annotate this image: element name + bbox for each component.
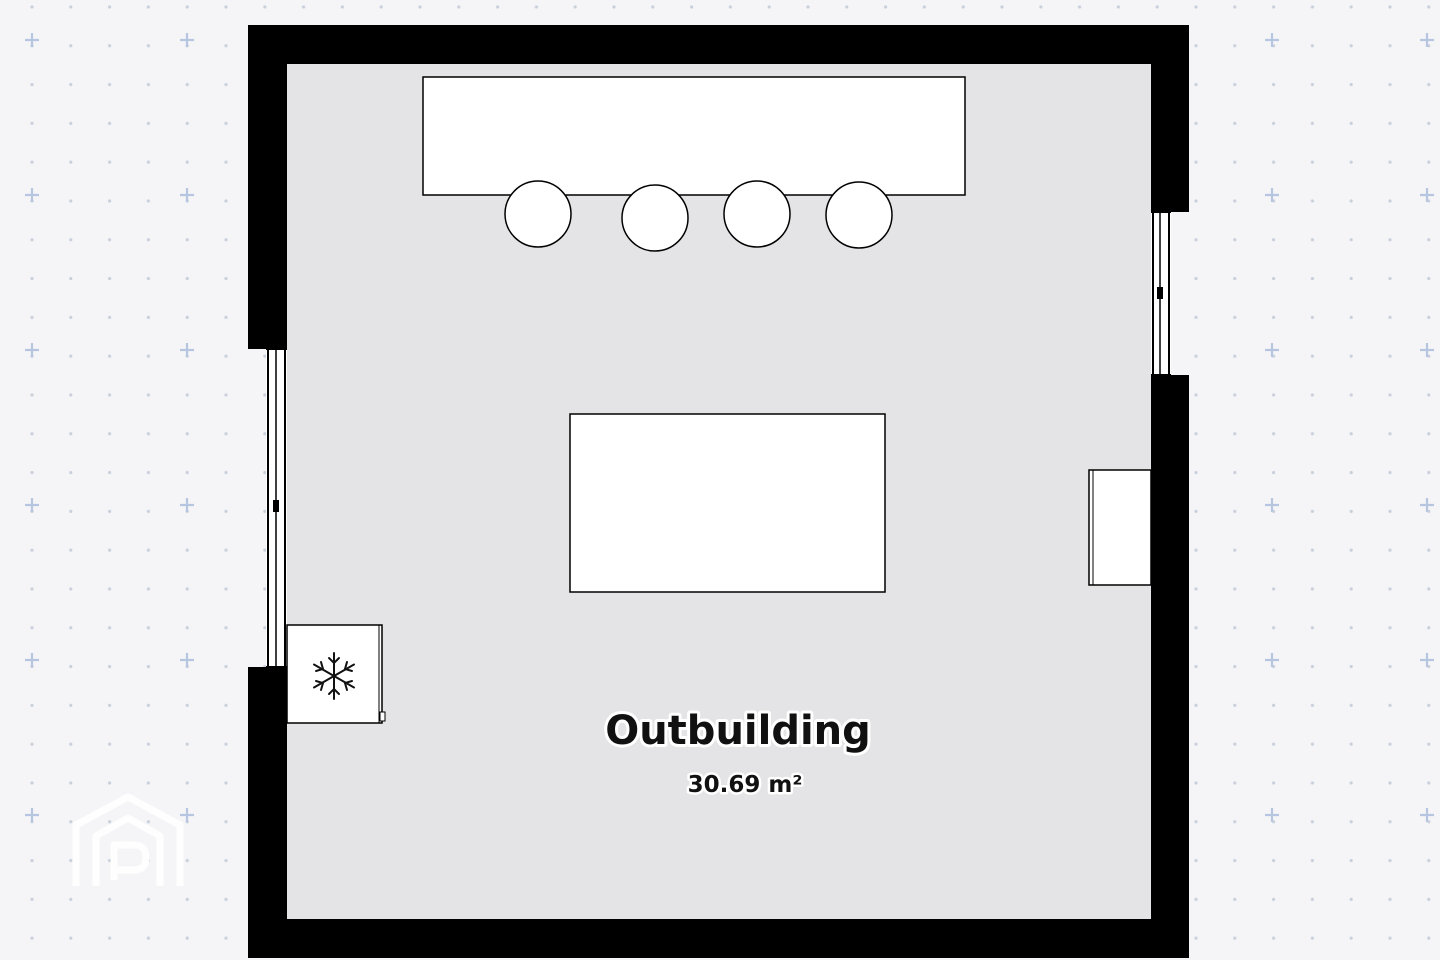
- bar-stool: [723, 180, 791, 248]
- grid-plus-marker: [1265, 188, 1279, 202]
- grid-plus-marker: [25, 188, 39, 202]
- wall-top: [248, 25, 1189, 64]
- snowflake-icon: [313, 652, 355, 700]
- grid-plus-marker: [180, 653, 194, 667]
- wall-right-upper: [1151, 25, 1189, 212]
- wall-left-lower: [248, 667, 287, 958]
- grid-plus-marker: [1265, 808, 1279, 822]
- grid-plus-marker: [180, 343, 194, 357]
- window-right: [1151, 211, 1171, 376]
- grid-plus-marker: [25, 808, 39, 822]
- grid-plus-marker: [25, 498, 39, 512]
- grid-plus-marker: [1420, 33, 1434, 47]
- wall-bottom: [248, 919, 1189, 958]
- bar-stool: [504, 180, 572, 248]
- grid-plus-marker: [180, 808, 194, 822]
- freezer: [286, 624, 386, 724]
- grid-plus-marker: [25, 653, 39, 667]
- grid-plus-marker: [180, 498, 194, 512]
- grid-plus-marker: [1265, 33, 1279, 47]
- room-area-label: 30.69 m²: [688, 772, 803, 798]
- table: [569, 413, 886, 593]
- watermark-logo: [72, 793, 184, 886]
- grid-plus-marker: [1420, 188, 1434, 202]
- grid-plus-marker: [1420, 343, 1434, 357]
- grid-plus-marker: [1265, 653, 1279, 667]
- plus-grid: [25, 33, 1434, 822]
- grid-plus-marker: [180, 188, 194, 202]
- grid-plus-marker: [1265, 498, 1279, 512]
- grid-plus-marker: [1420, 498, 1434, 512]
- grid-plus-marker: [1265, 343, 1279, 357]
- grid-plus-marker: [25, 343, 39, 357]
- wall-left-upper: [248, 25, 287, 349]
- walls: [248, 25, 1189, 958]
- bar-stool: [621, 184, 689, 252]
- grid-plus-marker: [25, 33, 39, 47]
- grid-plus-marker: [1420, 653, 1434, 667]
- bar-counter: [422, 76, 966, 196]
- cabinet: [1088, 469, 1152, 586]
- bar-stool: [825, 181, 893, 249]
- room-name-label: Outbuilding: [605, 708, 871, 754]
- grid-plus-marker: [180, 33, 194, 47]
- grid-plus-marker: [1420, 808, 1434, 822]
- wall-right-lower: [1151, 375, 1189, 958]
- window-left: [266, 348, 287, 668]
